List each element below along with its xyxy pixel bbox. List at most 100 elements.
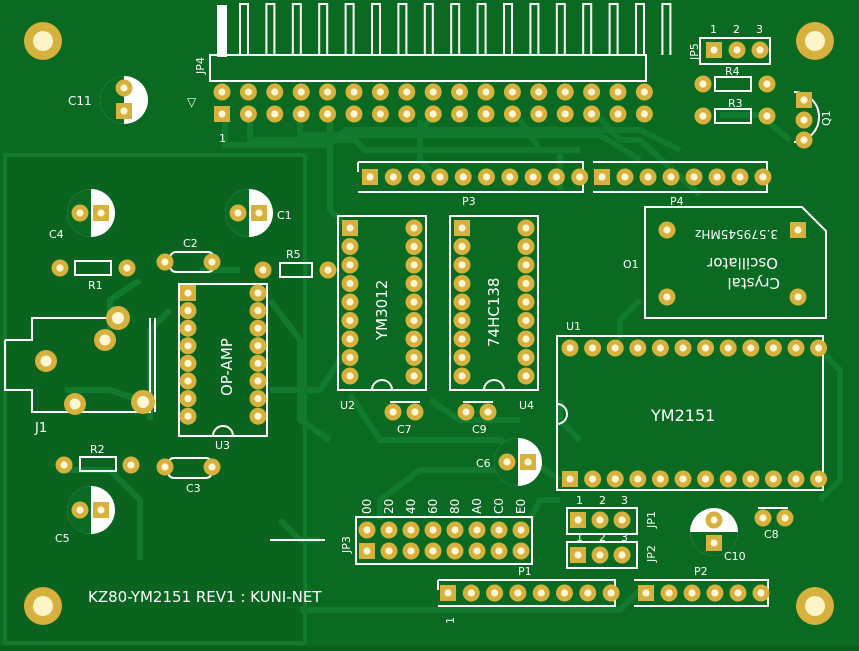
pad <box>156 253 174 271</box>
label-jp2-1: 1 <box>576 531 583 544</box>
pad <box>249 372 267 390</box>
pad <box>758 107 776 125</box>
pad <box>810 339 828 357</box>
label-c6: C6 <box>476 457 491 470</box>
pad <box>468 521 486 539</box>
pad <box>609 83 627 101</box>
pad <box>453 312 471 329</box>
pad <box>705 511 723 529</box>
pad <box>719 339 737 357</box>
pad <box>503 105 521 123</box>
pad <box>292 105 310 123</box>
pad <box>556 584 573 602</box>
pad <box>453 256 471 274</box>
pad <box>532 584 550 602</box>
pad <box>479 403 497 421</box>
pad <box>453 293 471 311</box>
label-c5: C5 <box>55 532 70 545</box>
pad <box>486 584 504 602</box>
label-c11: C11 <box>68 94 92 108</box>
pad <box>453 275 471 292</box>
pad <box>694 75 712 93</box>
pad <box>203 458 221 476</box>
pad <box>341 330 359 348</box>
pad <box>406 403 424 421</box>
pad <box>556 83 574 101</box>
mounting-holes <box>24 22 834 625</box>
pad <box>609 105 627 123</box>
pad <box>342 220 358 236</box>
pad <box>591 511 609 529</box>
label-ym3012: YM3012 <box>373 280 391 341</box>
pad <box>517 312 535 329</box>
label-jp4: JP4 <box>194 57 207 75</box>
pad <box>446 542 464 560</box>
address-label: 80 <box>448 499 462 514</box>
pad <box>658 221 676 239</box>
pad <box>512 542 530 560</box>
pad <box>341 256 359 274</box>
label-p2: P2 <box>694 565 708 578</box>
pad <box>446 521 464 539</box>
pad <box>405 330 423 348</box>
pad <box>731 168 749 186</box>
pad <box>752 584 770 602</box>
pad <box>787 470 805 488</box>
pad <box>254 261 272 279</box>
pad <box>454 168 472 186</box>
pad <box>453 238 471 255</box>
label-hc138: 74HC138 <box>485 278 503 347</box>
pad <box>249 354 267 372</box>
pad <box>359 543 375 559</box>
label-jp2-2: 2 <box>599 531 606 544</box>
pad <box>776 509 794 527</box>
address-label: 00 <box>360 499 374 514</box>
pad <box>751 41 769 59</box>
label-u4: U4 <box>519 399 534 412</box>
pad <box>742 470 760 488</box>
pad <box>517 219 535 237</box>
pad <box>93 205 109 221</box>
pad <box>638 585 654 601</box>
pad <box>249 319 267 337</box>
pad <box>115 79 133 97</box>
pad <box>602 584 620 602</box>
pad <box>706 535 722 551</box>
pad <box>462 584 480 602</box>
jp4-pin <box>239 3 249 55</box>
pad <box>453 367 471 385</box>
pad <box>517 256 535 274</box>
pad <box>674 339 692 357</box>
pad <box>405 367 423 385</box>
jack-pad <box>131 390 155 414</box>
pad <box>606 470 624 488</box>
pad <box>454 220 470 236</box>
pad <box>635 83 653 101</box>
pad <box>758 75 776 93</box>
label-j1: J1 <box>34 421 47 436</box>
pad <box>118 259 136 277</box>
pad <box>362 169 378 185</box>
pad <box>384 168 402 186</box>
pad <box>424 521 442 539</box>
pad <box>345 105 363 123</box>
pad <box>512 521 530 539</box>
jack-pad <box>35 350 57 372</box>
label-jp1-3: 3 <box>621 494 628 507</box>
pad <box>431 168 449 186</box>
pad <box>547 168 565 186</box>
pad <box>729 584 747 602</box>
pad <box>556 105 574 123</box>
label-c7: C7 <box>397 423 412 436</box>
pad <box>358 521 376 539</box>
pad <box>490 521 508 539</box>
pad <box>764 339 782 357</box>
pad <box>583 105 601 123</box>
pad <box>517 293 535 311</box>
jp4-pin <box>476 3 487 55</box>
pad <box>503 83 521 101</box>
pad <box>319 261 337 279</box>
pad <box>55 456 73 474</box>
pad <box>179 302 197 320</box>
